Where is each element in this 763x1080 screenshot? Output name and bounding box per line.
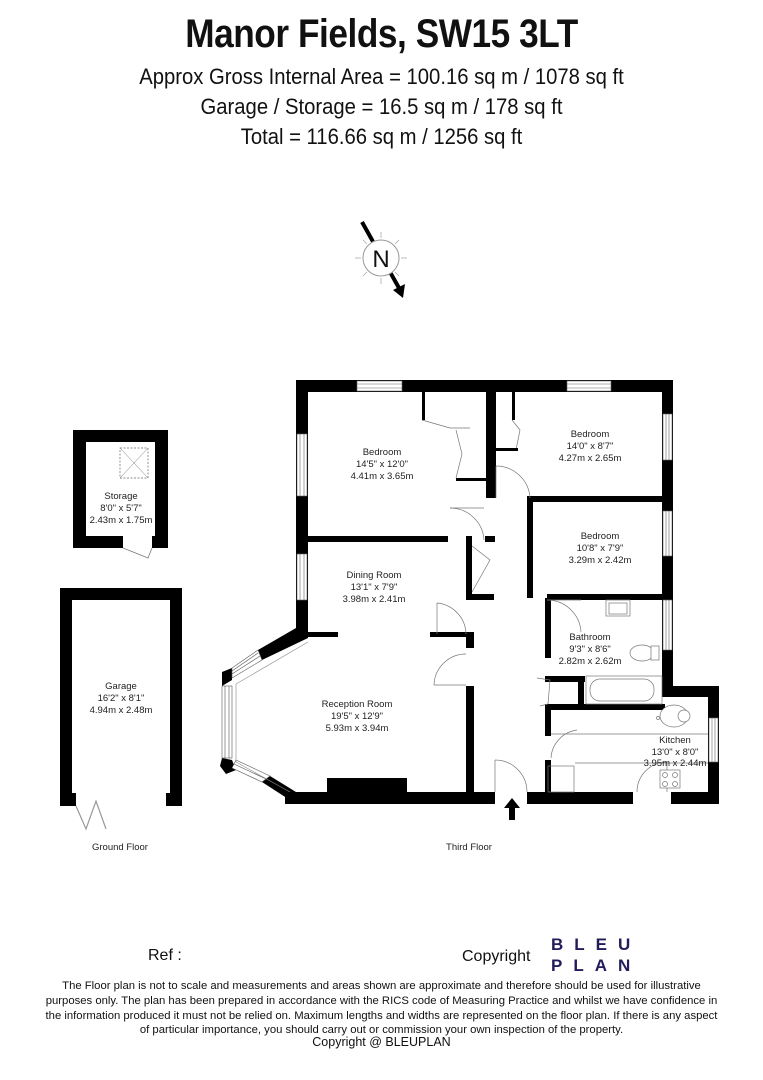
svg-text:5.93m x 3.94m: 5.93m x 3.94m [326,723,389,734]
room-label-kitchen: Kitchen 13'0" x 8'0" 3.95m x 2.44m [644,735,707,769]
svg-text:14'0" x 8'7": 14'0" x 8'7" [567,441,614,452]
svg-text:10'8" x 7'9": 10'8" x 7'9" [577,543,624,554]
svg-text:19'5" x 12'9": 19'5" x 12'9" [331,711,383,722]
room-label-dining-room: Dining Room 13'1" x 7'9" 3.98m x 2.41m [343,570,406,605]
copyright-label: Copyright [462,948,531,965]
bathroom-fixtures [551,599,708,789]
footer-copyright: Copyright @ BLEUPLAN [312,1035,451,1049]
svg-text:4.94m x 2.48m: 4.94m x 2.48m [90,705,153,716]
total-area: Total = 116.66 sq m / 1256 sq ft [240,124,523,149]
svg-text:Storage: Storage [104,491,137,502]
svg-text:16'2" x 8'1": 16'2" x 8'1" [98,693,145,704]
svg-text:3.29m x 2.42m: 3.29m x 2.42m [569,555,632,566]
room-label-bedroom-2: Bedroom 14'0" x 8'7" 4.27m x 2.65m [559,429,622,464]
ground-floor-label: Ground Floor [92,842,148,853]
svg-text:2.82m x 2.62m: 2.82m x 2.62m [559,656,622,667]
room-label-storage: Storage 8'0" x 5'7" 2.43m x 1.75m [90,491,153,526]
svg-text:4.41m x 3.65m: 4.41m x 3.65m [351,471,414,482]
room-label-reception-room: Reception Room 19'5" x 12'9" 5.93m x 3.9… [322,699,393,734]
svg-text:3.98m x 2.41m: 3.98m x 2.41m [343,594,406,605]
svg-text:Kitchen: Kitchen [659,735,691,746]
svg-text:13'0" x 8'0": 13'0" x 8'0" [652,747,699,758]
room-label-bathroom: Bathroom 9'3" x 8'6" 2.82m x 2.62m [559,632,622,667]
gross-internal-area: Approx Gross Internal Area = 100.16 sq m… [139,64,624,89]
svg-text:Bedroom: Bedroom [581,531,620,542]
storage-room [73,430,168,559]
windows [296,380,719,763]
doors [421,419,668,793]
room-label-bedroom-3: Bedroom 10'8" x 7'9" 3.29m x 2.42m [569,531,632,566]
third-floor-label: Third Floor [446,842,492,853]
svg-text:Bedroom: Bedroom [363,447,402,458]
room-label-garage: Garage 16'2" x 8'1" 4.94m x 2.48m [90,681,153,716]
ref-label: Ref : [148,947,182,964]
svg-text:9'3" x 8'6": 9'3" x 8'6" [569,644,611,655]
svg-text:2.43m x 1.75m: 2.43m x 1.75m [90,515,153,526]
garage-room [60,588,182,831]
svg-text:Dining Room: Dining Room [347,570,402,581]
logo-line-2: PLAN [551,956,642,975]
disclaimer-text: The Floor plan is not to scale and measu… [45,980,718,1037]
entrance-arrow-icon [504,798,520,820]
bleuplan-logo: BLEU PLAN [551,934,641,976]
svg-text:N: N [372,246,389,273]
garage-storage-area: Garage / Storage = 16.5 sq m / 178 sq ft [200,94,563,119]
svg-text:13'1" x 7'9": 13'1" x 7'9" [351,582,398,593]
svg-text:4.27m x 2.65m: 4.27m x 2.65m [559,453,622,464]
svg-text:8'0" x 5'7": 8'0" x 5'7" [100,503,142,514]
north-compass-icon: N [355,221,407,298]
bay-windows [221,641,309,793]
svg-text:14'5" x 12'0": 14'5" x 12'0" [356,459,408,470]
svg-text:Reception Room: Reception Room [322,699,393,710]
room-label-bedroom-1: Bedroom 14'5" x 12'0" 4.41m x 3.65m [351,447,414,482]
third-floor-walls [220,380,719,804]
svg-text:Bathroom: Bathroom [569,632,610,643]
page-title: Manor Fields, SW15 3LT [185,12,578,56]
svg-text:Garage: Garage [105,681,137,692]
logo-line-1: BLEU [551,935,642,954]
svg-text:Bedroom: Bedroom [571,429,610,440]
svg-text:3.95m x 2.44m: 3.95m x 2.44m [644,758,707,769]
